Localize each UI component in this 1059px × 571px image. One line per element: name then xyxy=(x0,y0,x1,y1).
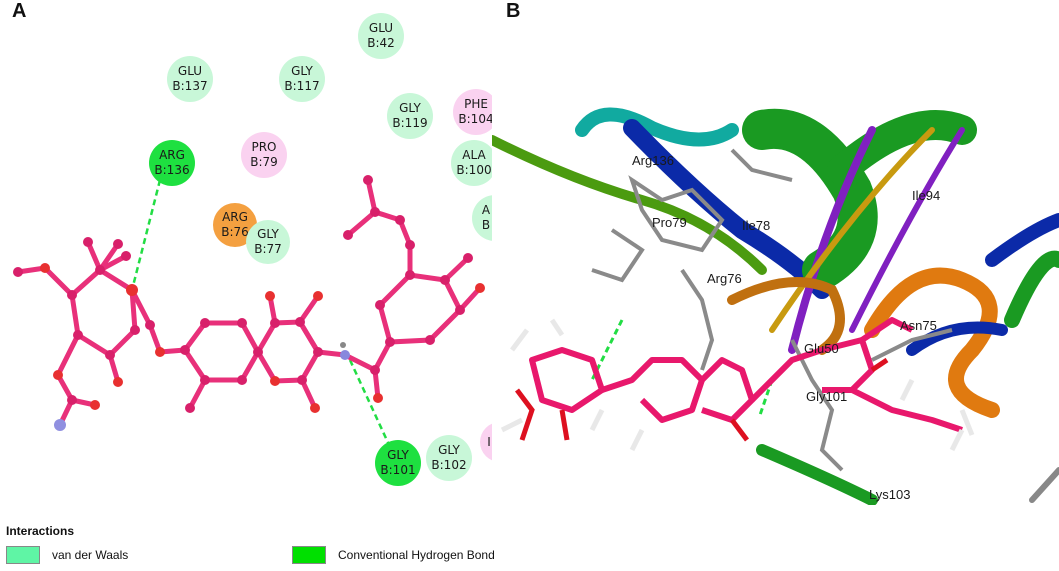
svg-text:I: I xyxy=(487,435,491,449)
svg-text:B:104: B:104 xyxy=(458,112,493,126)
protein-residue-sticks xyxy=(591,148,953,472)
label-gly101: Gly101 xyxy=(806,389,847,404)
legend-label-vdw: van der Waals xyxy=(52,548,129,562)
residue-gly77: GLY B:77 xyxy=(246,220,290,264)
svg-text:B:137: B:137 xyxy=(172,79,207,93)
panel-b-label: B xyxy=(506,0,521,22)
svg-text:B:102: B:102 xyxy=(431,458,466,472)
label-lys103: Lys103 xyxy=(869,487,910,502)
svg-text:B:101: B:101 xyxy=(380,463,415,477)
svg-text:GLY: GLY xyxy=(399,101,421,115)
ligand-oxygens xyxy=(515,357,889,442)
hbond-line xyxy=(758,379,774,416)
svg-text:A: A xyxy=(482,203,491,217)
svg-text:GLU: GLU xyxy=(369,21,393,35)
residue-partial-a: A B xyxy=(472,195,495,241)
svg-text:PRO: PRO xyxy=(251,140,276,154)
svg-text:B:77: B:77 xyxy=(254,242,282,256)
svg-text:ARG: ARG xyxy=(159,148,185,162)
svg-text:B:119: B:119 xyxy=(392,116,427,130)
label-glu50: Glu50 xyxy=(804,341,839,356)
svg-text:PHE: PHE xyxy=(464,97,488,111)
label-ile94: Ile94 xyxy=(912,188,940,203)
interaction-legend: Interactions van der Waals Conventional … xyxy=(0,520,1059,571)
residue-glu42: GLU B:42 xyxy=(358,13,404,59)
svg-text:ARG: ARG xyxy=(222,210,248,224)
residue-arg76: ARG B:76 xyxy=(213,203,257,247)
label-pro79: Pro79 xyxy=(652,215,687,230)
ligand-atoms xyxy=(13,175,485,431)
residue-gly119: GLY B:119 xyxy=(387,93,433,139)
legend-title: Interactions xyxy=(6,524,75,538)
svg-text:B:100: B:100 xyxy=(456,163,491,177)
svg-text:B:79: B:79 xyxy=(250,155,278,169)
hydrogen-sticks xyxy=(500,318,975,452)
svg-text:ALA: ALA xyxy=(462,148,486,162)
panel-a-label: A xyxy=(12,0,27,22)
label-arg76: Arg76 xyxy=(707,271,742,286)
interaction-diagram-2d: GLU B:42 GLU B:137 GLY B:117 GLY B:119 P… xyxy=(13,13,495,486)
svg-text:B:117: B:117 xyxy=(284,79,319,93)
docking-3d-view: Arg136 Pro79 Ile78 Ile94 Arg76 Asn75 Glu… xyxy=(492,30,1059,505)
residue-phe104: PHE B:104 xyxy=(453,89,495,135)
hbond-line xyxy=(348,359,392,448)
svg-text:GLY: GLY xyxy=(257,227,279,241)
svg-text:GLY: GLY xyxy=(387,448,409,462)
residue-glu137: GLU B:137 xyxy=(167,56,213,102)
residue-gly117: GLY B:117 xyxy=(279,56,325,102)
label-asn75: Asn75 xyxy=(900,318,937,333)
residue-ala100: ALA B:100 xyxy=(451,140,495,186)
legend-label-hbond: Conventional Hydrogen Bond xyxy=(338,548,495,562)
hbond-line xyxy=(130,179,162,291)
svg-text:GLY: GLY xyxy=(438,443,460,457)
svg-text:B:136: B:136 xyxy=(154,163,189,177)
residue-gly101: GLY B:101 xyxy=(375,440,421,486)
residue-arg136: ARG B:136 xyxy=(149,140,195,186)
svg-text:B:42: B:42 xyxy=(367,36,395,50)
protein-ribbons xyxy=(492,107,1059,505)
legend-swatch-hbond xyxy=(292,546,326,564)
legend-item-hbond: Conventional Hydrogen Bond xyxy=(292,546,495,564)
residue-pro79: PRO B:79 xyxy=(241,132,287,178)
label-arg136: Arg136 xyxy=(632,153,674,168)
legend-swatch-vdw xyxy=(6,546,40,564)
svg-text:B: B xyxy=(482,218,490,232)
label-ile78: Ile78 xyxy=(742,218,770,233)
legend-item-vdw: van der Waals xyxy=(6,546,128,564)
residue-gly102: GLY B:102 xyxy=(426,435,472,481)
ligand-sticks xyxy=(529,317,963,433)
svg-text:B:76: B:76 xyxy=(221,225,249,239)
svg-text:GLY: GLY xyxy=(291,64,313,78)
svg-text:GLU: GLU xyxy=(178,64,202,78)
residue-partial-pink: I xyxy=(480,422,495,462)
